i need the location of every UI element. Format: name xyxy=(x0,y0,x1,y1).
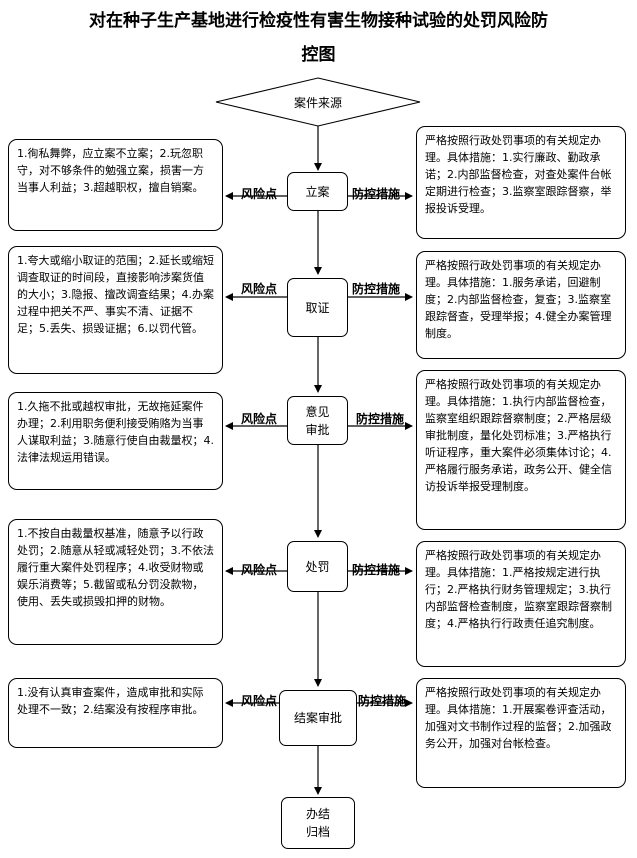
control-text-2: 严格按照行政处罚事项的有关规定办理。具体措施：1.服务承诺，回避制度；2.内部监… xyxy=(425,259,612,340)
end-node-archive: 办结 归档 xyxy=(281,797,355,849)
risk-box-1: 1.徇私舞弊，应立案不立案；2.玩忽职守，对不够条件的勉强立案，损害一方当事人利… xyxy=(8,139,223,231)
step-2-label: 取证 xyxy=(305,300,330,315)
step-2-evidence: 取证 xyxy=(287,278,348,337)
end-label-line2: 归档 xyxy=(305,825,330,839)
control-box-2: 严格按照行政处罚事项的有关规定办理。具体措施：1.服务承诺，回避制度；2.内部监… xyxy=(416,251,626,359)
start-node-label: 案件来源 xyxy=(293,96,342,110)
control-label-1: 防控措施 xyxy=(352,187,401,201)
control-label-2: 防控措施 xyxy=(352,282,401,296)
step-5-closing-approval: 结案审批 xyxy=(279,690,357,746)
risk-label-2: 风险点 xyxy=(241,282,278,296)
control-box-1: 严格按照行政处罚事项的有关规定办理。具体措施：1.实行廉政、勤政承诺；2.内部监… xyxy=(416,126,626,239)
step-3-opinion-approval: 意见 审批 xyxy=(287,396,348,445)
step-3-label-line2: 审批 xyxy=(305,422,330,437)
risk-label-1: 风险点 xyxy=(241,187,278,201)
step-1-label: 立案 xyxy=(305,184,330,199)
control-box-3: 严格按照行政处罚事项的有关规定办理。具体措施：1.执行内部监督检查，监察室组织跟… xyxy=(416,370,626,530)
control-label-5: 防控措施 xyxy=(358,694,407,708)
risk-box-2: 1.夸大或缩小取证的范围；2.延长或缩短调查取证的时间段，直接影响涉案货值的大小… xyxy=(8,246,223,374)
risk-text-2: 1.夸大或缩小取证的范围；2.延长或缩短调查取证的时间段，直接影响涉案货值的大小… xyxy=(17,254,214,335)
control-box-5: 严格按照行政处罚事项的有关规定办理。具体措施：1.开展案卷评查活动，加强对文书制… xyxy=(416,678,626,788)
risk-label-4: 风险点 xyxy=(241,563,278,577)
control-box-4: 严格按照行政处罚事项的有关规定办理。具体措施：1.严格按规定进行执行；2.严格执… xyxy=(416,541,626,667)
step-4-label: 处罚 xyxy=(305,559,330,574)
step-5-label: 结案审批 xyxy=(293,711,342,725)
page-title-continued: 控图 xyxy=(301,45,336,65)
control-label-3: 防控措施 xyxy=(356,412,405,426)
risk-box-4: 1.不按自由裁量权基准，随意予以行政处罚；2.随意从轻或减轻处罚；3.不依法履行… xyxy=(8,519,223,645)
end-label-line1: 办结 xyxy=(305,807,330,821)
control-label-4: 防控措施 xyxy=(352,563,401,577)
step-4-penalty: 处罚 xyxy=(287,541,348,592)
control-text-5: 严格按照行政处罚事项的有关规定办理。具体措施：1.开展案卷评查活动，加强对文书制… xyxy=(425,686,612,750)
risk-label-5: 风险点 xyxy=(241,694,278,708)
risk-text-4: 1.不按自由裁量权基准，随意予以行政处罚；2.随意从轻或减轻处罚；3.不依法履行… xyxy=(17,527,214,608)
risk-label-3: 风险点 xyxy=(241,412,278,426)
risk-box-5: 1.没有认真审查案件，造成审批和实际处理不一致；2.结案没有按程序审批。 xyxy=(8,678,223,748)
control-text-3: 严格按照行政处罚事项的有关规定办理。具体措施：1.执行内部监督检查，监察室组织跟… xyxy=(425,378,612,493)
control-text-4: 严格按照行政处罚事项的有关规定办理。具体措施：1.严格按规定进行执行；2.严格执… xyxy=(425,549,612,630)
step-3-label-line1: 意见 xyxy=(305,404,330,419)
risk-text-5: 1.没有认真审查案件，造成审批和实际处理不一致；2.结案没有按程序审批。 xyxy=(17,686,204,716)
control-text-1: 严格按照行政处罚事项的有关规定办理。具体措施：1.实行廉政、勤政承诺；2.内部监… xyxy=(425,134,612,215)
risk-box-3: 1.久拖不批或越权审批，无故拖延案件办理；2.利用职务便利接受贿赂为当事人谋取利… xyxy=(8,392,223,490)
risk-text-1: 1.徇私舞弊，应立案不立案；2.玩忽职守，对不够条件的勉强立案，损害一方当事人利… xyxy=(17,147,204,194)
step-1-register: 立案 xyxy=(287,172,348,211)
risk-text-3: 1.久拖不批或越权审批，无故拖延案件办理；2.利用职务便利接受贿赂为当事人谋取利… xyxy=(17,400,214,464)
page-title: 对在种子生产基地进行检疫性有害生物接种试验的处罚风险防 xyxy=(89,11,548,31)
